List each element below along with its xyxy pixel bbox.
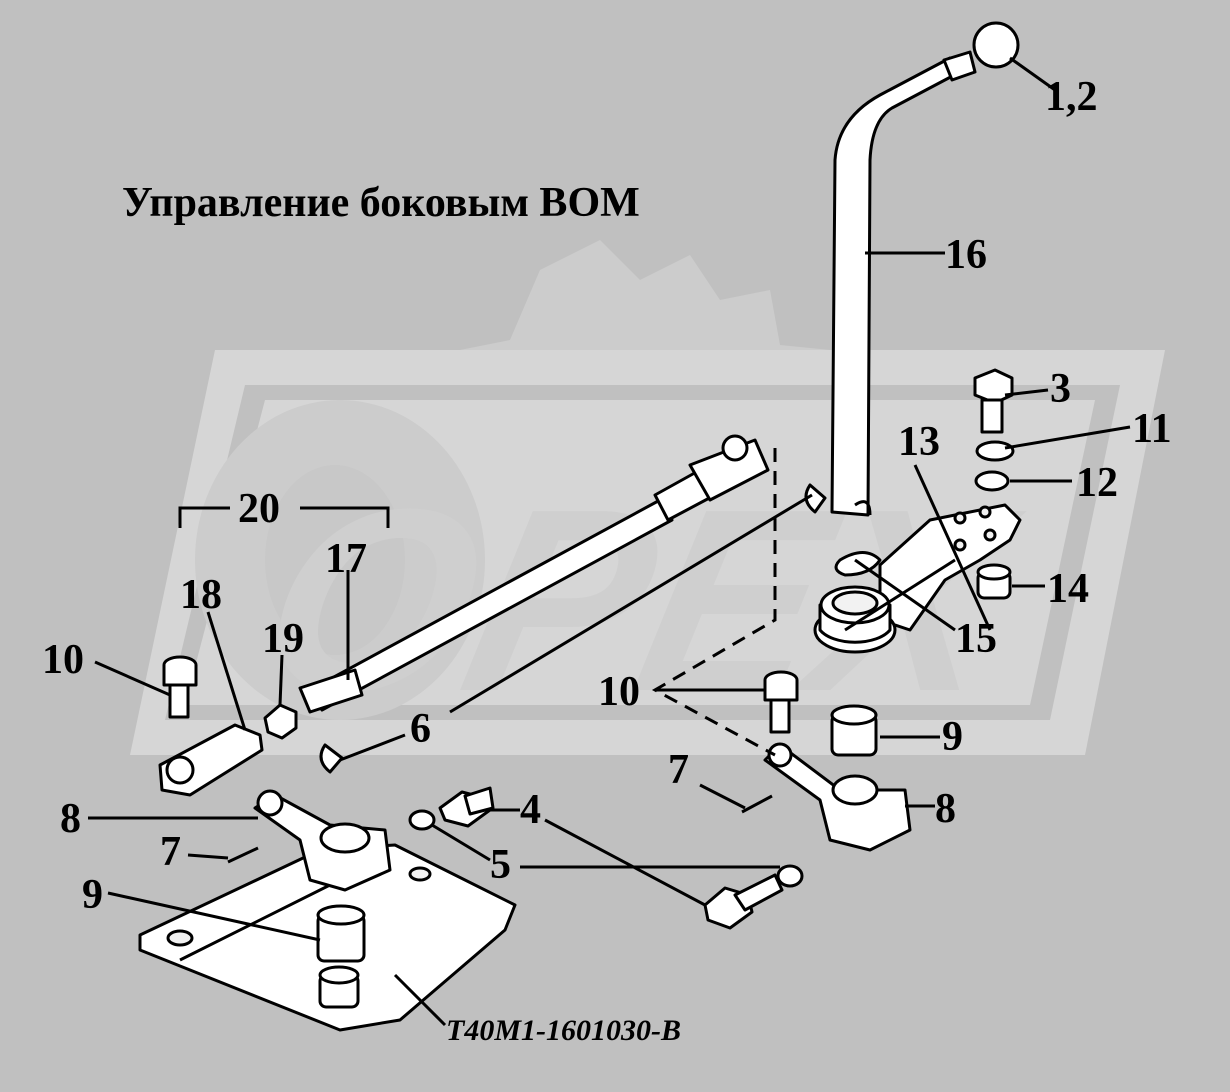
callout-10-left: 10 (42, 637, 84, 683)
callout-20: 20 (238, 486, 280, 532)
callout-11: 11 (1132, 406, 1172, 452)
callout-16: 16 (945, 232, 987, 278)
lever-8-left (253, 789, 392, 892)
callout-12: 12 (1076, 460, 1118, 506)
washer-12 (974, 470, 1010, 492)
pin-10-left (162, 655, 198, 719)
drawing-code: Т40М1-1601030-В (446, 1014, 681, 1047)
callout-5: 5 (490, 842, 511, 888)
callout-15: 15 (955, 616, 997, 662)
callout-10-right: 10 (598, 669, 640, 715)
callout-19: 19 (262, 616, 304, 662)
callout-1-2: 1,2 (1045, 74, 1098, 120)
callout-8-left: 8 (60, 796, 81, 842)
callout-9-right: 9 (942, 714, 963, 760)
clevis-18 (158, 723, 264, 797)
callout-13: 13 (898, 419, 940, 465)
callout-17: 17 (325, 536, 367, 582)
bolt-lower (703, 873, 784, 930)
diagram-title: Управление боковым ВОМ (122, 180, 640, 226)
pin-10-right (763, 670, 799, 734)
washer-11 (975, 440, 1015, 462)
boss-lower (318, 965, 360, 1009)
dashed-connector (651, 448, 777, 757)
lever-8-right (763, 742, 912, 852)
bushing-14 (976, 563, 1012, 600)
knob (972, 21, 1020, 69)
callouts: 1,2 16 3 11 13 12 14 15 10 9 7 8 4 5 6 2… (42, 74, 1172, 918)
callout-18: 18 (180, 572, 222, 618)
washer-lower (776, 864, 804, 888)
leader-lines (88, 56, 1131, 1027)
bolt-4 (438, 786, 495, 828)
callout-9-left: 9 (82, 872, 103, 918)
rod-17 (298, 434, 770, 714)
callout-7-right: 7 (668, 747, 689, 793)
washer-5 (408, 809, 436, 831)
key-6-lower (319, 743, 344, 774)
bushing-9-right (830, 704, 878, 757)
callout-7-left: 7 (160, 829, 181, 875)
bushing-9-left (316, 904, 366, 963)
screw-7-left (227, 846, 259, 864)
lever-16 (830, 21, 1020, 517)
watermark-logo: ОРЕХ (130, 240, 1165, 755)
callout-4: 4 (520, 787, 541, 833)
callout-6: 6 (410, 706, 431, 752)
key-6-upper (804, 483, 827, 514)
bolt-3 (973, 368, 1014, 434)
callout-14: 14 (1047, 566, 1089, 612)
callout-3: 3 (1050, 366, 1071, 412)
callout-8-right: 8 (935, 786, 956, 832)
screw-7-right (741, 794, 773, 814)
